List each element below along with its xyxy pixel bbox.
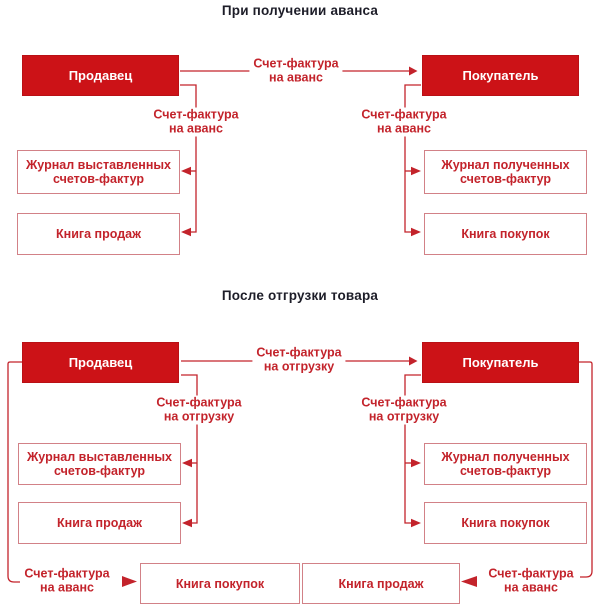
- d1-seller-box: Продавец: [22, 55, 179, 96]
- d1-buyer-box: Покупатель: [422, 55, 579, 96]
- d2-seller-branch-line: [181, 374, 198, 528]
- d2-invoice-shipment-center-label: Счет-фактура на отгрузку: [252, 345, 346, 375]
- d2-purchase-book-box: Книга покупок: [424, 502, 587, 544]
- d2-buyer-box: Покупатель: [422, 342, 579, 383]
- d1-purchase-book-box: Книга покупок: [424, 213, 587, 255]
- d2-journal-received-box: Журнал полученных счетов-фактур: [424, 443, 587, 485]
- d2-buyer-advance-line: [461, 361, 593, 587]
- diagram1-title: При получении аванса: [221, 3, 379, 18]
- diagram2-title: После отгрузки товара: [221, 288, 379, 303]
- d2-sales-book-box: Книга продаж: [18, 502, 181, 544]
- d1-sales-book-box: Книга продаж: [17, 213, 180, 255]
- d1-invoice-advance-center-label: Счет-фактура на аванс: [249, 56, 343, 86]
- d2-seller-box: Продавец: [22, 342, 179, 383]
- d2-invoice-shipment-buyer-label: Счет-фактура на отгрузку: [357, 395, 451, 425]
- d1-seller-label: Продавец: [68, 68, 133, 83]
- d2-buyer-branch-line: [404, 374, 421, 528]
- d1-buyer-label: Покупатель: [462, 68, 539, 83]
- d2-buyer-label: Покупатель: [462, 355, 539, 370]
- d2-invoice-advance-bottom-left-label: Счет-фактура на аванс: [20, 566, 114, 596]
- d2-bottom-purchase-book-box: Книга покупок: [140, 563, 300, 604]
- d1-invoice-advance-buyer-label: Счет-фактура на аванс: [357, 107, 451, 137]
- d2-bottom-sales-book-box: Книга продаж: [302, 563, 460, 604]
- d1-journal-issued-box: Журнал выставленных счетов-фактур: [17, 150, 180, 194]
- d1-buyer-branch-line: [404, 84, 421, 237]
- d2-seller-advance-line: [7, 361, 137, 587]
- d2-invoice-advance-bottom-right-label: Счет-фактура на аванс: [484, 566, 578, 596]
- d1-journal-received-box: Журнал полученных счетов-фактур: [424, 150, 587, 194]
- d2-journal-issued-box: Журнал выставленных счетов-фактур: [18, 443, 181, 485]
- d1-seller-branch-line: [180, 84, 197, 237]
- d2-invoice-shipment-seller-label: Счет-фактура на отгрузку: [152, 395, 246, 425]
- d2-seller-label: Продавец: [68, 355, 133, 370]
- d1-invoice-advance-seller-label: Счет-фактура на аванс: [149, 107, 243, 137]
